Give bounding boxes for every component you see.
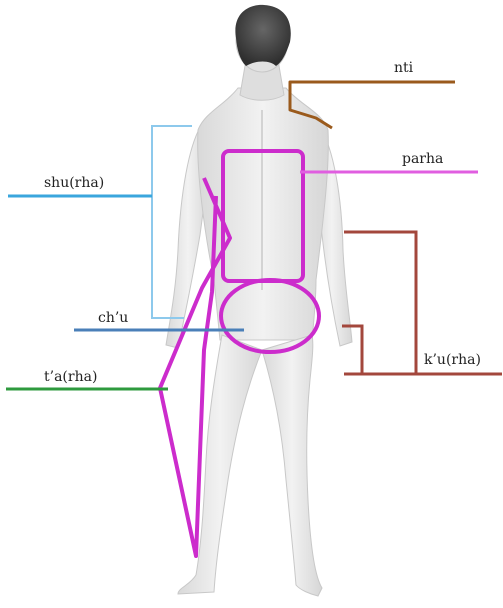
right-leg: [262, 335, 322, 596]
label-ch-u: ch’u: [98, 310, 128, 326]
left-leg: [178, 335, 262, 594]
label-k-u-rha: k’u(rha): [424, 352, 481, 368]
label-nti: nti: [394, 60, 413, 76]
label-shu-rha: shu(rha): [44, 175, 104, 191]
label-parha: parha: [402, 151, 443, 167]
human-figure: [166, 5, 352, 596]
hair: [235, 5, 290, 66]
torso: [198, 88, 329, 340]
label-t-a-rha: t’a(rha): [44, 369, 97, 385]
k-u-rha-bracket: [344, 232, 416, 374]
